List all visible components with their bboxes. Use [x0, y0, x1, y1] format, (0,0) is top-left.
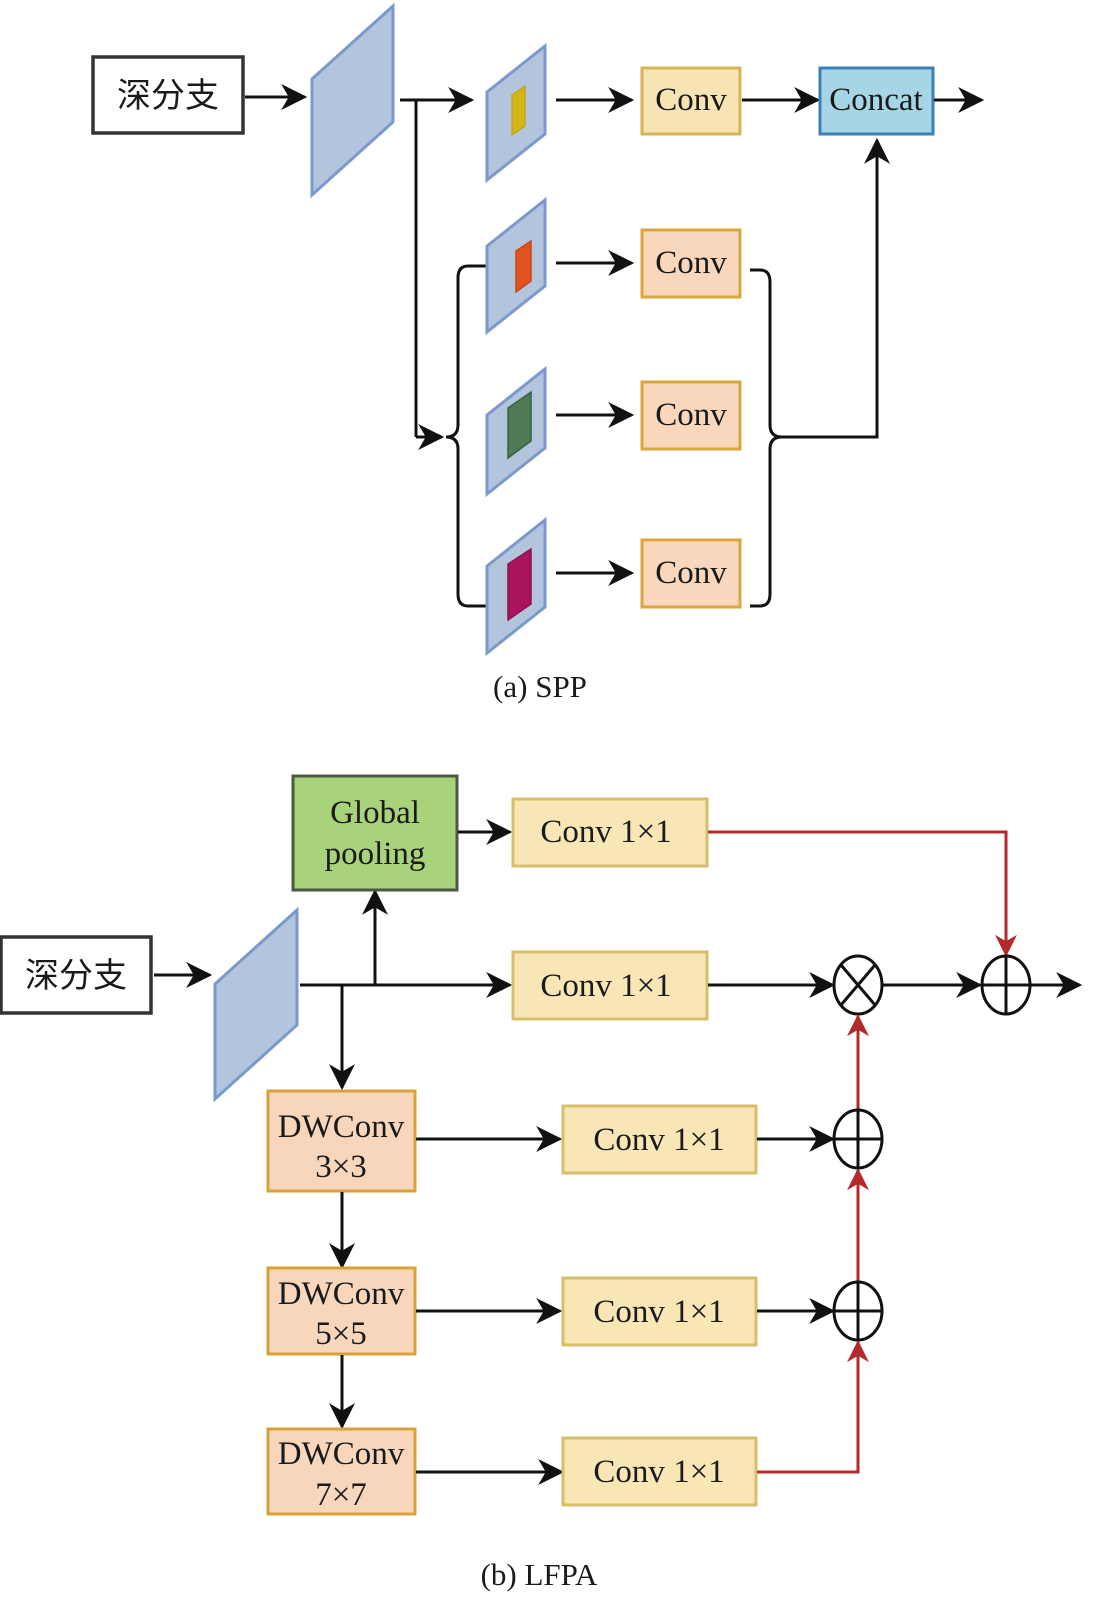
dwconv-label: DWConv	[278, 1276, 405, 1312]
add-op-icon-1	[832, 1108, 884, 1170]
spp-input-node: 深分支	[91, 55, 245, 135]
spp-conv-node-4: Conv	[640, 538, 742, 609]
spp-conv-label: Conv	[655, 245, 727, 281]
dwconv-size: 7×7	[315, 1477, 367, 1513]
conv-mid-label: Conv 1×1	[540, 968, 671, 1004]
lfpa-input-node: 深分支	[0, 935, 153, 1015]
lfpa-feature-map	[213, 906, 299, 1103]
spp-conv-node-2: Conv	[640, 228, 742, 299]
spp-right-brace	[750, 268, 783, 608]
lfpa-caption: (b) LFPA	[481, 1557, 598, 1592]
spp-arrow-to-concat	[782, 137, 890, 439]
lfpa-dwconv-5-node: DWConv 5×5	[266, 1266, 417, 1356]
spp-conv-label: Conv	[655, 555, 727, 591]
global-pool-label-2: pooling	[325, 836, 426, 872]
spp-diagram: 深分支	[91, 2, 985, 704]
spp-concat-node: Concat	[818, 66, 935, 136]
conv-label: Conv 1×1	[593, 1294, 724, 1330]
lfpa-red-arrow-bottom	[757, 1340, 869, 1474]
dwconv-size: 5×5	[315, 1316, 367, 1352]
lfpa-conv-dw3-node: Conv 1×1	[561, 1104, 758, 1175]
lfpa-global-pool-node: Global pooling	[291, 774, 459, 892]
lfpa-conv-dw7-node: Conv 1×1	[561, 1436, 758, 1507]
dwconv-size: 3×3	[315, 1149, 367, 1185]
spp-conv-label: Conv	[655, 82, 727, 118]
conv-label: Conv 1×1	[593, 1454, 724, 1490]
spp-left-brace	[445, 264, 487, 608]
spp-conv-node-3: Conv	[640, 380, 742, 451]
spp-caption: (a) SPP	[493, 669, 587, 704]
lfpa-conv-mid-node: Conv 1×1	[511, 950, 709, 1021]
spp-pool-plane-4	[485, 516, 547, 657]
pool-kernel-yellow	[511, 84, 526, 137]
lfpa-dwconv-7-node: DWConv 7×7	[266, 1427, 417, 1516]
pool-kernel-green	[507, 390, 532, 460]
spp-conv-label: Conv	[655, 397, 727, 433]
spp-conv-node-1: Conv	[640, 66, 742, 136]
spp-pool-plane-2	[485, 196, 547, 336]
pool-kernel-magenta	[507, 547, 532, 622]
spp-pool-plane-3	[485, 365, 547, 498]
lfpa-conv-dw5-node: Conv 1×1	[561, 1276, 758, 1347]
spp-pool-plane-1	[485, 42, 547, 184]
add-op-icon-2	[832, 1280, 884, 1342]
add-op-final-icon	[980, 954, 1032, 1016]
spp-input-label: 深分支	[117, 77, 219, 115]
lfpa-diagram: 深分支 Global pooling Conv 1×1 Conv 1×1	[0, 774, 1083, 1592]
spp-feature-map	[310, 2, 395, 199]
spp-concat-label: Concat	[829, 82, 922, 118]
lfpa-red-arrow-top	[708, 830, 1017, 957]
global-pool-label-1: Global	[330, 795, 420, 831]
dwconv-label: DWConv	[278, 1436, 405, 1472]
lfpa-conv-top-node: Conv 1×1	[511, 797, 709, 868]
multiply-op-icon	[832, 954, 884, 1016]
conv-label: Conv 1×1	[593, 1122, 724, 1158]
dwconv-label: DWConv	[278, 1109, 405, 1145]
lfpa-dwconv-3-node: DWConv 3×3	[266, 1089, 417, 1193]
lfpa-input-label: 深分支	[25, 957, 127, 995]
pool-kernel-orange	[515, 239, 532, 294]
conv-top-label: Conv 1×1	[540, 814, 671, 850]
